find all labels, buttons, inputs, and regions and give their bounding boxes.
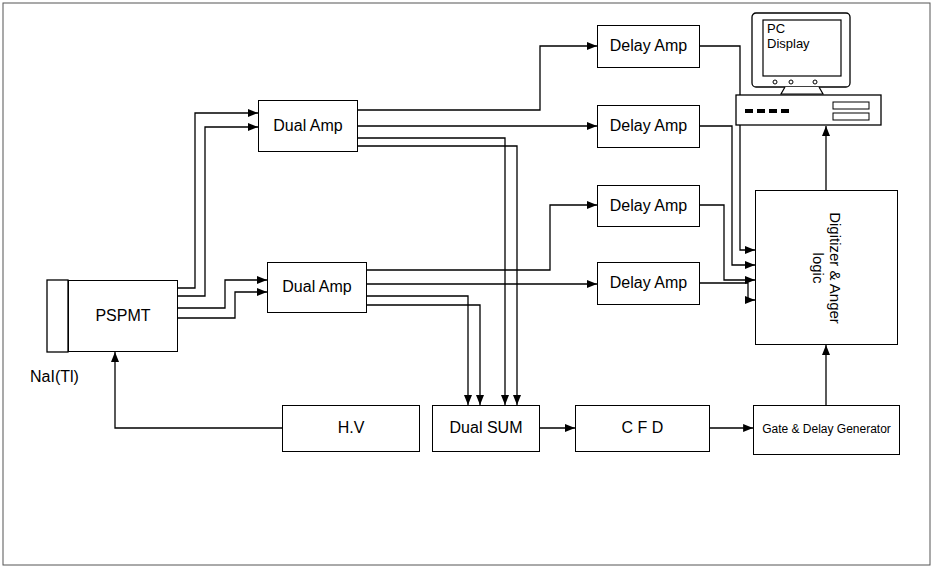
node-label: Delay Amp <box>606 274 691 292</box>
signal-connector <box>358 146 517 405</box>
node-label: H.V <box>334 419 369 437</box>
signal-connector <box>358 125 597 126</box>
node-label: Dual SUM <box>446 419 527 437</box>
computer-icon <box>735 12 883 126</box>
frame-border <box>3 3 930 565</box>
node-label: C F D <box>618 419 668 437</box>
delay-amp-box: Delay Amp <box>597 262 700 305</box>
node-label: Delay Amp <box>606 37 691 55</box>
delay-amp-box: Delay Amp <box>597 185 700 227</box>
delay-amp-box: Delay Amp <box>597 105 700 148</box>
signal-connector <box>700 283 755 300</box>
digitizer-box: Digitizer & Anger logic <box>755 190 898 345</box>
signal-connector <box>115 352 282 428</box>
crystal-block <box>47 280 68 352</box>
sum-box: Dual SUM <box>432 405 540 452</box>
signal-connector <box>367 296 468 405</box>
signal-connector <box>710 427 753 428</box>
signal-connector <box>178 127 258 296</box>
signal-connector <box>358 46 597 110</box>
node-label: PC Display <box>767 22 819 52</box>
amplifier-box: Dual Amp <box>258 100 358 152</box>
signal-connector <box>178 280 267 308</box>
node-label: Delay Amp <box>606 117 691 135</box>
crystal-label: NaI(Tl) <box>30 368 79 386</box>
signal-connector <box>178 292 267 318</box>
signal-connector <box>825 126 826 190</box>
node-label: Dual Amp <box>269 117 346 135</box>
signal-connector <box>367 283 597 284</box>
signal-connector <box>540 427 575 428</box>
signal-connector <box>367 305 480 405</box>
computer-display: PC Display <box>735 12 883 126</box>
power-supply-box: H.V <box>282 405 420 452</box>
node-label: Digitizer & Anger logic <box>809 197 844 338</box>
signal-connector <box>178 113 258 288</box>
gate-generator-box: Gate & Delay Generator <box>753 405 900 455</box>
pmt-box: PSPMT <box>68 280 178 352</box>
node-label: Dual Amp <box>278 278 355 296</box>
node-label: PSPMT <box>91 307 154 325</box>
node-label: Gate & Delay Generator <box>758 423 895 437</box>
node-label: Delay Amp <box>606 197 691 215</box>
amplifier-box: Dual Amp <box>267 262 367 313</box>
signal-connector <box>358 138 505 405</box>
signal-connector <box>825 345 826 405</box>
signal-connector <box>367 205 597 270</box>
signal-connector <box>700 205 755 280</box>
signal-connector <box>700 46 755 250</box>
delay-amp-box: Delay Amp <box>597 25 700 68</box>
discriminator-box: C F D <box>575 405 710 452</box>
signal-connector <box>700 126 755 265</box>
